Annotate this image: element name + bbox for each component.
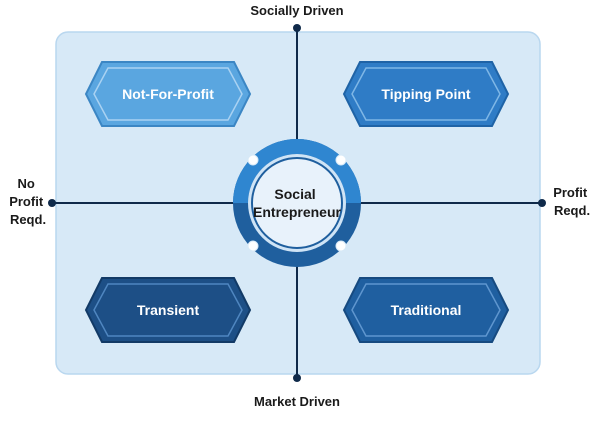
axis-label-left-line-2: Profit	[9, 194, 44, 209]
center-ring-top-arc	[233, 139, 361, 203]
quadrant-label-transient: Transient	[137, 302, 200, 318]
axis-endpoint-top	[293, 24, 301, 32]
quadrant-top-left: Not-For-Profit	[84, 61, 252, 127]
center-node: Social Entrepreneur	[233, 139, 361, 267]
quadrant-bottom-right: Traditional	[342, 277, 510, 343]
center-fill	[251, 157, 343, 249]
axis-label-right-line-2: Reqd.	[554, 203, 590, 218]
ring-dot-bottom-right	[335, 240, 347, 252]
center-label: Social Entrepreneur	[253, 186, 341, 220]
ring-dot-bottom-left	[247, 240, 259, 252]
ring-dot-top-right	[335, 154, 347, 166]
axis-label-right-line-1: Profit	[553, 185, 588, 200]
quadrant-label-not-for-profit: Not-For-Profit	[122, 86, 214, 102]
quadrant-label-tipping-point: Tipping Point	[381, 86, 471, 102]
quadrant-label-traditional: Traditional	[391, 302, 462, 318]
hexagon-not-for-profit	[84, 61, 252, 127]
hexagon-traditional	[342, 277, 510, 343]
axis-label-top: Socially Driven	[250, 3, 343, 18]
center-label-line-2: Entrepreneur	[253, 204, 341, 220]
hexagon-tipping-point	[342, 61, 510, 127]
axis-endpoint-left	[48, 199, 56, 207]
ring-dot-top-left	[247, 154, 259, 166]
axis-endpoint-right	[538, 199, 546, 207]
axis-label-left: No Profit Reqd.	[9, 176, 47, 227]
center-label-line-1: Social	[274, 186, 315, 202]
hexagon-transient	[84, 277, 252, 343]
axis-label-right: Profit Reqd.	[553, 185, 591, 218]
quadrant-top-right: Tipping Point	[342, 61, 510, 127]
axis-label-left-line-3: Reqd.	[10, 212, 46, 227]
quadrant-bottom-left: Transient	[84, 277, 252, 343]
axis-endpoint-bottom	[293, 374, 301, 382]
axis-label-bottom: Market Driven	[254, 394, 340, 409]
axis-label-left-line-1: No	[18, 176, 35, 191]
